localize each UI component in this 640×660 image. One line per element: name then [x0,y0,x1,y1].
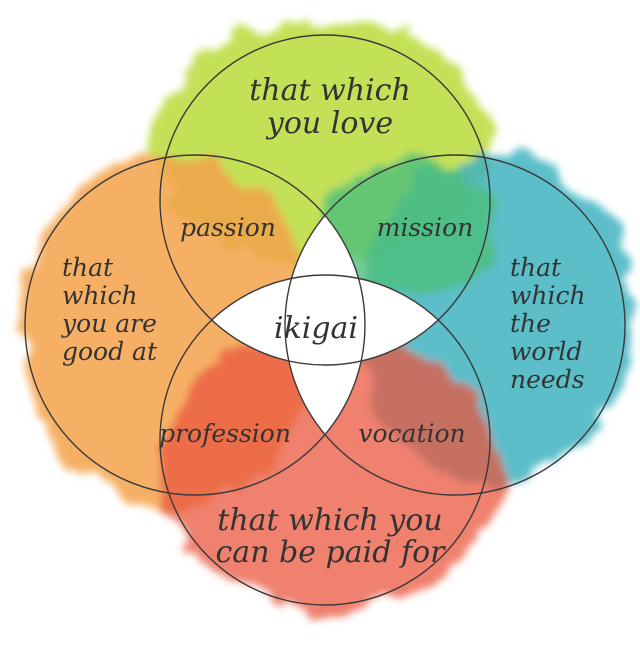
overlap-mission: mission [377,213,474,242]
overlap-passion: passion [180,213,276,242]
mission-wash [320,160,500,300]
love-line-2: you love [265,106,393,141]
circle-outlines [24,34,626,606]
label-world-needs: that which the world needs [510,253,586,394]
world-needs-line-1: that [510,253,562,282]
world-needs-line-5: needs [510,365,585,394]
watercolor-washes [20,20,635,610]
label-paid-for: that which you can be paid for [216,503,447,570]
world-needs-line-3: the [510,309,551,338]
paid-for-wash [160,330,500,610]
good-at-line-2: which [62,281,138,310]
circle-paid-for [159,274,491,606]
overlap-profession: profession [159,419,291,448]
paid-for-line-2: can be paid for [216,535,447,570]
paid-for-line-1: that which you [217,503,442,538]
good-at-line-3: you are [61,309,157,338]
circle-good-at [24,154,366,496]
circle-world-needs [284,154,626,496]
good-at-line-1: that [62,253,114,282]
label-love: that which you love [249,73,411,141]
good-at-line-4: good at [62,337,158,366]
world-needs-line-2: which [510,281,586,310]
overlap-vocation: vocation [358,419,465,448]
love-line-1: that which [249,73,411,108]
world-needs-line-4: world [510,337,582,366]
label-good-at: that which you are good at [61,253,158,366]
center-ikigai: ikigai [274,311,358,346]
circle-love [159,34,491,366]
